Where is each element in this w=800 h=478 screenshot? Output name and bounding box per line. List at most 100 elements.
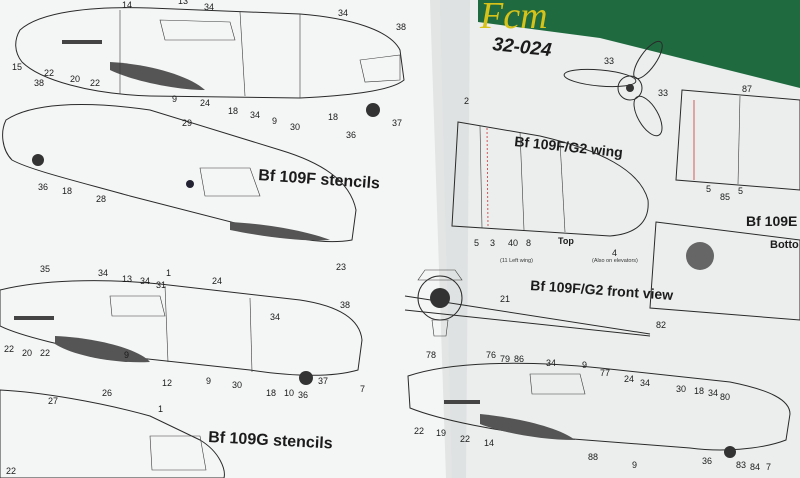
bf109e-top-drawing (407, 362, 791, 458)
callout-number: 18 (694, 386, 704, 396)
callout-number: 37 (392, 118, 402, 128)
brand-logo: Fcm (479, 0, 548, 37)
callout-number: 77 (600, 368, 610, 378)
callout-number: 22 (44, 68, 54, 78)
callout-number: 9 (582, 360, 587, 370)
callout-number: 27 (48, 396, 58, 406)
callout-number: 34 (270, 312, 280, 322)
callout-number: 34 (204, 2, 214, 12)
callout-number: 18 (62, 186, 72, 196)
callout-number: 9 (172, 94, 177, 104)
callout-number: 86 (514, 354, 524, 364)
callout-number: 21 (500, 294, 510, 304)
callout-number: 7 (766, 462, 771, 472)
heading-bf109e: Bf 109E (746, 213, 797, 229)
callout-number: 20 (70, 74, 80, 84)
callout-number: 30 (290, 122, 300, 132)
callout-number: 13 (122, 274, 132, 284)
callout-number: 87 (742, 84, 752, 94)
callout-number: 9 (206, 376, 211, 386)
callout-number: 36 (298, 390, 308, 400)
callout-number: 14 (122, 0, 132, 10)
page-gutter (430, 0, 470, 478)
callout-number: 24 (212, 276, 222, 286)
callout-number: 18 (328, 112, 338, 122)
callout-number: 26 (102, 388, 112, 398)
propeller-drawing (563, 40, 663, 137)
callout-number: 13 (178, 0, 188, 6)
callout-number: 20 (22, 348, 32, 358)
callout-number: 18 (228, 106, 238, 116)
callout-number: 29 (182, 118, 192, 128)
callout-number: 36 (346, 130, 356, 140)
callout-number: 34 (708, 388, 718, 398)
callout-number: 22 (460, 434, 470, 444)
callout-number: 5 (738, 186, 743, 196)
wing-left-note: (11 Left wing) (500, 258, 533, 264)
callout-number: 12 (162, 378, 172, 388)
callout-number: 33 (604, 56, 614, 66)
callout-number: 76 (486, 350, 496, 360)
callout-number: 78 (426, 350, 436, 360)
wing-drawing (451, 121, 649, 237)
callout-number: 36 (702, 456, 712, 466)
callout-number: 10 (284, 388, 294, 398)
callout-number: 34 (338, 8, 348, 18)
callout-number: 3 (490, 238, 495, 248)
callout-number: 5 (706, 184, 711, 194)
heading-bf109g-stencils: Bf 109G stencils (208, 429, 333, 452)
callout-number: 9 (272, 116, 277, 126)
callout-number: 84 (750, 462, 760, 472)
callout-number: 23 (336, 262, 346, 272)
callout-number: 24 (200, 98, 210, 108)
callout-number: 30 (676, 384, 686, 394)
callout-number: 33 (658, 88, 668, 98)
callout-number: 7 (360, 384, 365, 394)
heading-bottom: Botto (770, 239, 799, 251)
callout-number: 15 (12, 62, 22, 72)
callout-number: 82 (656, 320, 666, 330)
callout-number: 1 (166, 268, 171, 278)
callout-number: 34 (546, 358, 556, 368)
callout-number: 40 (508, 238, 518, 248)
callout-number: 34 (250, 110, 260, 120)
callout-number: 38 (34, 78, 44, 88)
callout-number: 14 (484, 438, 494, 448)
callout-number: 38 (396, 22, 406, 32)
wing-top-label: Top (558, 236, 574, 246)
callout-number: 30 (232, 380, 242, 390)
callout-number: 79 (500, 354, 510, 364)
callout-number: 88 (588, 452, 598, 462)
callout-number: 85 (720, 192, 730, 202)
callout-number: 31 (156, 280, 166, 290)
callout-number: 24 (624, 374, 634, 384)
callout-number: 34 (98, 268, 108, 278)
callout-number: 36 (38, 182, 48, 192)
bf109f-side-drawing (2, 104, 357, 243)
bf109g-top-drawing (0, 280, 363, 385)
callout-number: 37 (318, 376, 328, 386)
bf109g-side-drawing (0, 389, 225, 478)
fuselage-panel-drawing (649, 89, 800, 321)
callout-number: 8 (526, 238, 531, 248)
callout-number: 19 (436, 428, 446, 438)
brand-stripe (478, 0, 800, 88)
callout-number: 34 (140, 276, 150, 286)
callout-number: 1 (158, 404, 163, 414)
callout-number: 35 (40, 264, 50, 274)
callout-number: 28 (96, 194, 106, 204)
callout-number: 22 (414, 426, 424, 436)
callout-number: 18 (266, 388, 276, 398)
callout-number: 2 (464, 96, 469, 106)
right-page (440, 0, 800, 478)
callout-number: 9 (124, 350, 129, 360)
callout-number: 38 (340, 300, 350, 310)
callout-number: 83 (736, 460, 746, 470)
callout-number: 22 (40, 348, 50, 358)
callout-number: 22 (6, 466, 16, 476)
callout-number: 80 (720, 392, 730, 402)
callout-number: 22 (90, 78, 100, 88)
